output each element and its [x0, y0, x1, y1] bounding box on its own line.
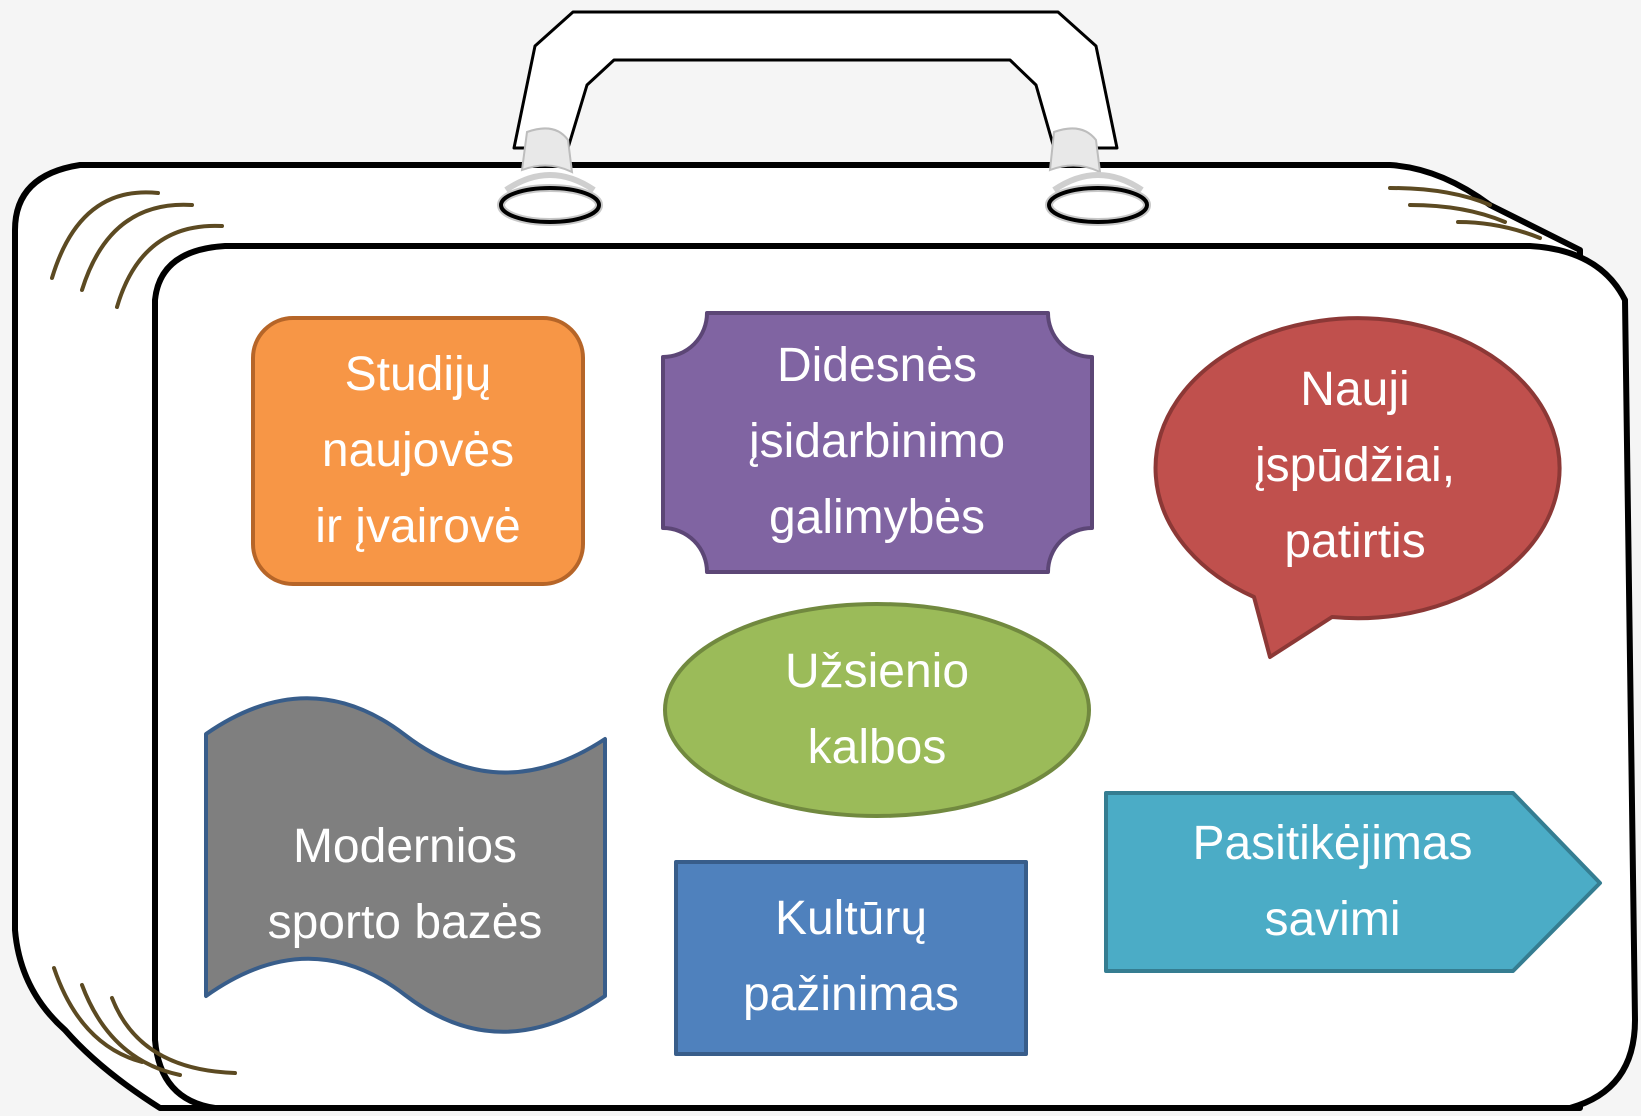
sticker-idarbinimo	[661, 311, 1094, 574]
corner-straps-bottom-left	[52, 966, 237, 1077]
corner-straps-top-left	[50, 190, 224, 309]
sticker-sportas	[204, 696, 607, 1034]
stickers-layer	[204, 311, 1602, 1056]
sticker-studiju	[251, 316, 585, 586]
handle-hinge-right	[1045, 127, 1151, 226]
corner-straps-top-right	[1388, 186, 1542, 240]
sticker-kalbos	[663, 602, 1091, 818]
sticker-kulturos	[674, 860, 1028, 1056]
suitcase-handle	[512, 10, 1119, 150]
sticker-pasitikejimas	[1104, 791, 1602, 973]
sticker-ispudziai	[1153, 316, 1562, 659]
handle-hinge-left	[497, 127, 603, 226]
